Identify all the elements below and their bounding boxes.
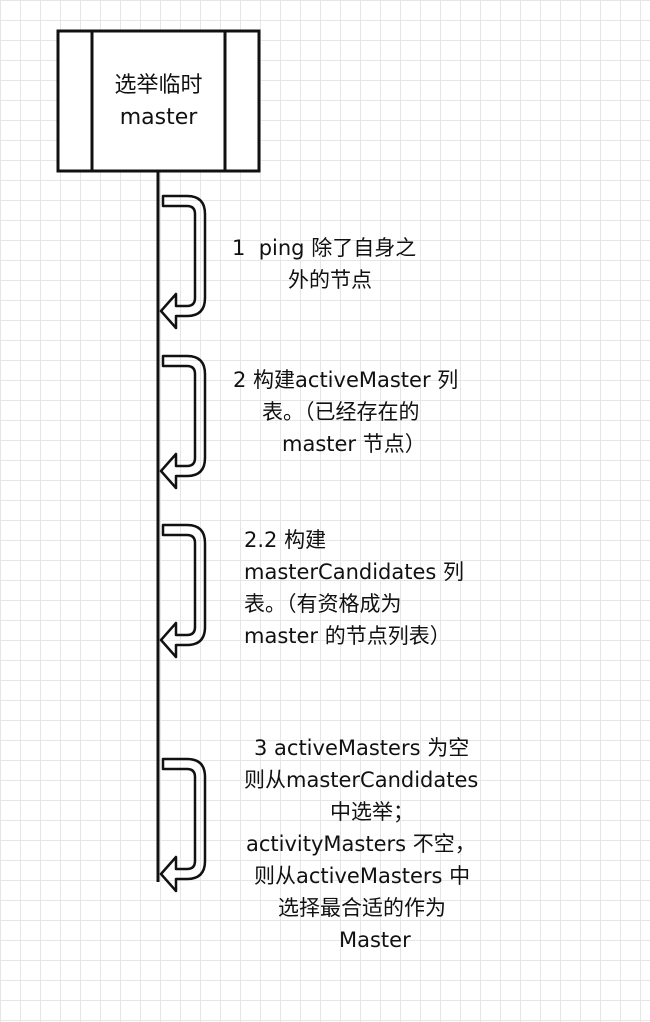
self-arrow-2 — [159, 354, 207, 490]
step-1-line-1: 1 ping 除了自身之 — [232, 236, 417, 260]
step-3-line-3: 表。（有资格成为 — [244, 592, 402, 616]
step-4-line-3: 中选举； — [330, 800, 414, 824]
actor-title-line-1: 选举临时 — [114, 73, 203, 98]
step-1-line-2: 外的节点 — [288, 268, 372, 292]
step-4-line-4: activityMasters 不空， — [246, 832, 476, 856]
step-4-line-1: 3 activeMasters 为空 — [254, 736, 470, 760]
step-2-line-1: 2 构建activeMaster 列 — [233, 368, 459, 392]
step-2-line-2: 表。（已经存在的 — [262, 400, 420, 424]
step-3-line-4: master 的节点列表） — [244, 624, 451, 648]
step-2-line-3: master 节点） — [282, 432, 426, 456]
actor-title-line-2: master — [119, 105, 198, 130]
self-arrow-3 — [159, 523, 207, 659]
step-3-line-1: 2.2 构建 — [244, 528, 327, 552]
self-arrow-4 — [159, 757, 207, 893]
actor-box — [56, 29, 261, 173]
step-4-line-7: Master — [339, 928, 411, 952]
actor-title: 选举临时 master — [92, 70, 225, 134]
self-arrow-1 — [159, 194, 207, 330]
step-4-line-6: 选择最合适的作为 — [278, 896, 446, 920]
step-4-line-2: 则从masterCandidates — [244, 768, 479, 792]
step-4-line-5: 则从activeMasters 中 — [254, 864, 471, 888]
step-3-line-2: masterCandidates 列 — [244, 560, 465, 584]
